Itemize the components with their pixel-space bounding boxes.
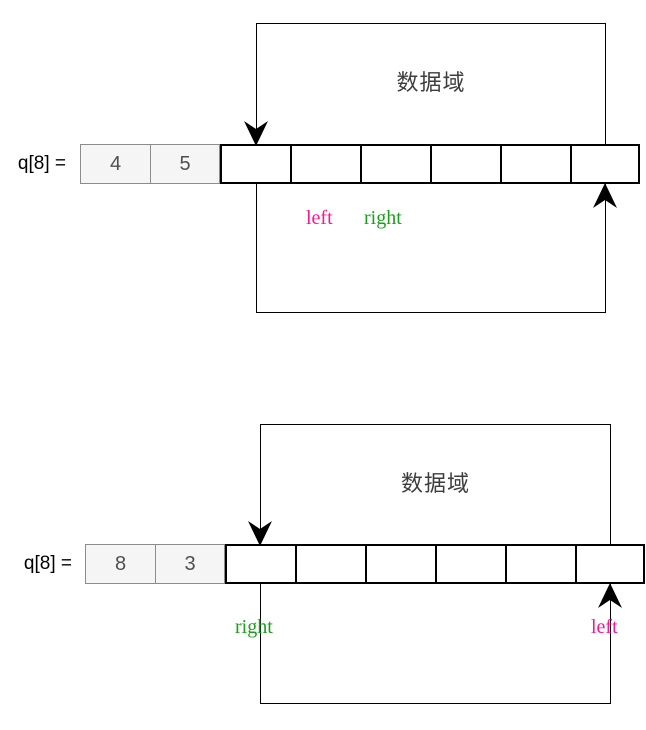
array-cell — [297, 546, 367, 582]
array-cell — [367, 546, 437, 582]
array-cell — [362, 146, 432, 182]
array-cell: 5 — [179, 152, 191, 175]
pointer-label-right: right — [364, 207, 402, 229]
array-row: 4 5 — [80, 144, 640, 184]
empty-cells-group — [225, 544, 645, 584]
array-cell: 4 — [81, 145, 151, 183]
arrow-down-icon — [248, 521, 272, 546]
array-row: 8 3 — [85, 544, 645, 584]
array-cell: 8 — [86, 545, 156, 583]
array-cell: 3 — [184, 552, 196, 575]
pointer-label-right: right — [235, 616, 273, 638]
arrow-up-icon — [598, 583, 622, 608]
array-cell — [437, 546, 507, 582]
arrow-down-icon — [244, 121, 268, 146]
data-domain-label: 数据域 — [400, 471, 470, 496]
array-cell — [222, 146, 292, 182]
array-cell — [227, 546, 297, 582]
empty-cells-group — [220, 144, 640, 184]
arrow-up-icon — [593, 183, 617, 208]
array-cell — [432, 146, 502, 182]
pointer-label-left: left — [306, 207, 333, 229]
array-cell — [292, 146, 362, 182]
filled-cells-group: 8 3 — [85, 544, 225, 584]
array-name-label: q[8] = — [23, 553, 72, 574]
array-name-label: q[8] = — [17, 153, 66, 174]
array-cell — [502, 146, 572, 182]
filled-cells-group: 4 5 — [80, 144, 220, 184]
pointer-label-left: left — [591, 616, 618, 638]
array-cell — [507, 546, 577, 582]
data-domain-label: 数据域 — [396, 70, 466, 95]
